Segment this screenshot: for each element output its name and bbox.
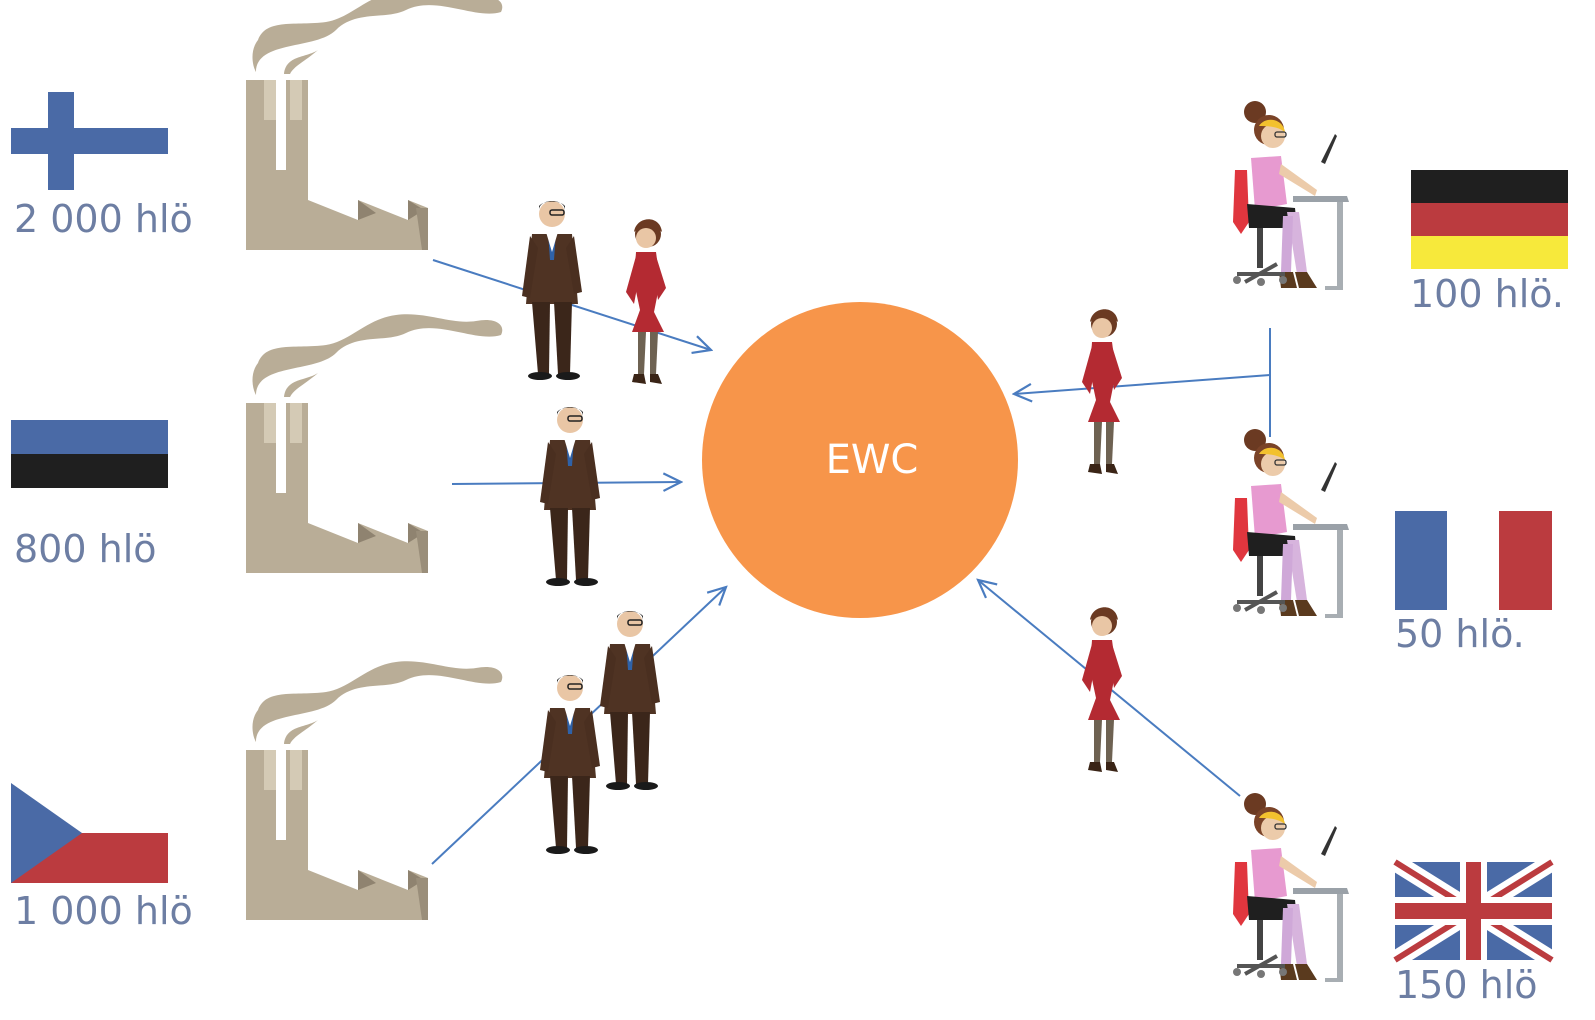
france-flag [1395, 511, 1552, 610]
office-worker-icon [1231, 791, 1351, 984]
businesswoman-icon [1082, 309, 1122, 474]
businesswoman-icon [1082, 607, 1122, 772]
ewc-label: EWC [825, 437, 919, 483]
finland-flag [11, 92, 168, 190]
factory-icon [246, 661, 503, 920]
germany-count-label: 100 hlö. [1410, 272, 1564, 316]
ewc-circle [702, 302, 1018, 618]
germany-flag [1411, 170, 1568, 269]
businessman-icon [599, 610, 661, 791]
czech-flag [11, 783, 168, 883]
estonia-count-label: 800 hlö [14, 527, 157, 571]
businessman-icon [521, 200, 583, 381]
office-worker-icon [1231, 427, 1351, 620]
factory-icon [246, 314, 503, 573]
arrow-finland-to-ewc [432, 259, 711, 350]
france-count-label: 50 hlö. [1395, 612, 1525, 656]
uk-count-label: 150 hlö [1395, 963, 1538, 1007]
factory-icon [246, 0, 503, 250]
finland-count-label: 2 000 hlö [14, 197, 193, 241]
businesswoman-icon [626, 219, 666, 384]
businessman-icon [539, 406, 601, 587]
czech-count-label: 1 000 hlö [14, 889, 193, 933]
uk-flag [1390, 854, 1557, 968]
arrow-germany-france-to-ewc [1014, 374, 1271, 394]
office-worker-icon [1231, 99, 1351, 292]
estonia-flag [11, 420, 168, 522]
businessman-icon [539, 674, 601, 855]
